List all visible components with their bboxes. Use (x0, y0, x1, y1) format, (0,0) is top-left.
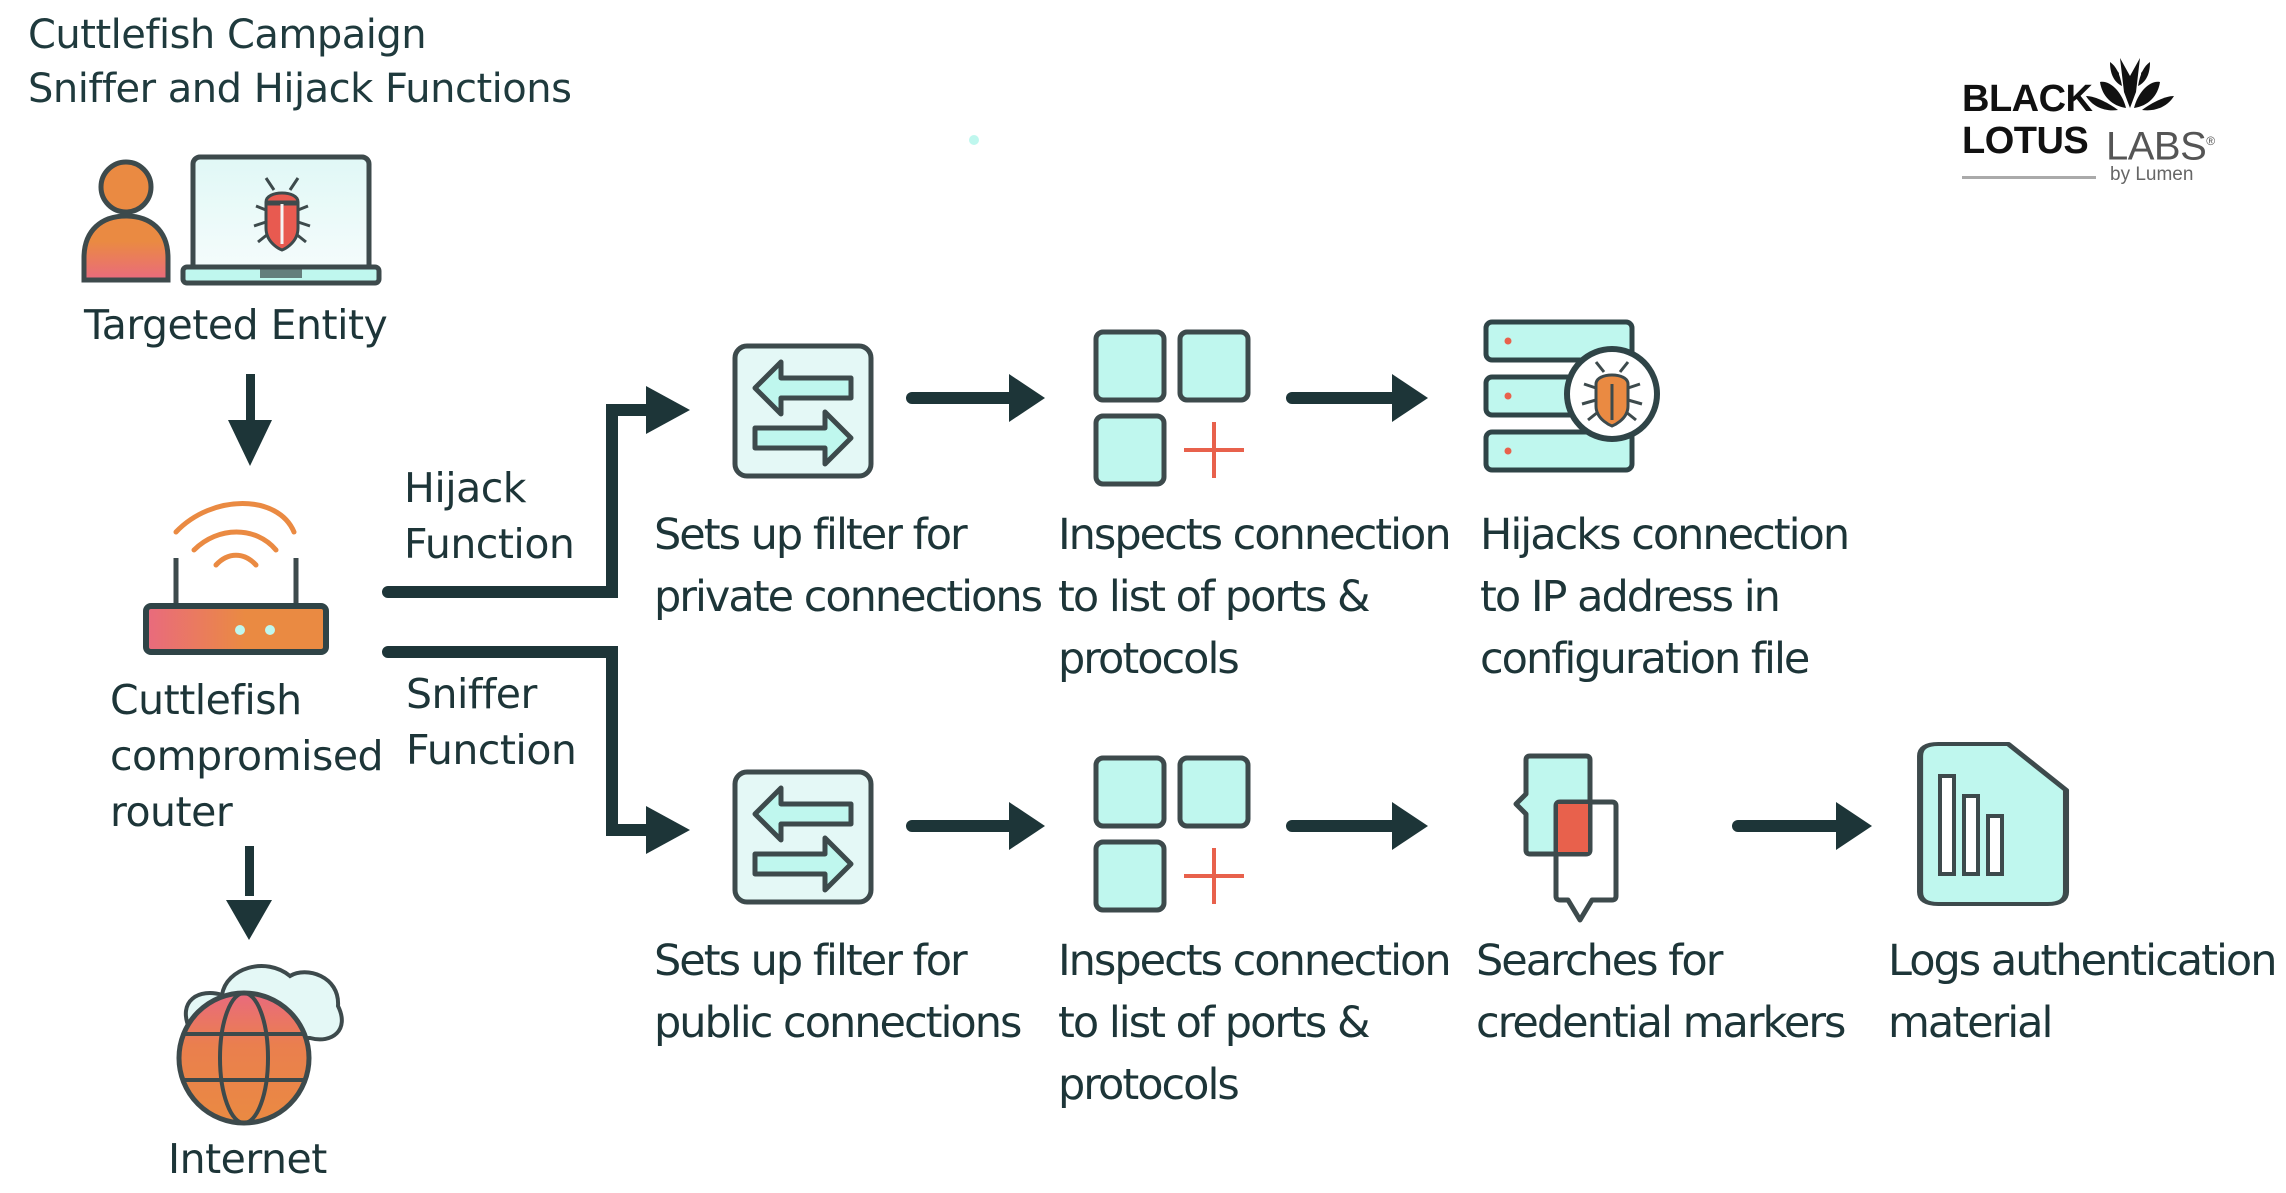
grid-add-icon (1096, 332, 1248, 484)
sniffer-function-line: Sniffer (406, 666, 576, 722)
wifi-router-icon (146, 504, 326, 653)
step-line: protocols (1058, 628, 1450, 690)
hijack-arrowhead-icon (646, 386, 690, 434)
chat-overlap-icon (1516, 756, 1616, 920)
router-label: Cuttlefish compromised router (110, 672, 383, 840)
sniffer-step-4-label: Logs authentication material (1888, 930, 2275, 1054)
arrow-down-icon (226, 846, 272, 940)
sniffer-step-2-label: Inspects connection to list of ports & p… (1058, 930, 1450, 1116)
laptop-bug-icon (183, 157, 379, 283)
hijack-step-3-label: Hijacks connection to IP address in conf… (1480, 504, 1848, 690)
server-bug-icon (1486, 322, 1657, 470)
sniffer-function-line: Function (406, 722, 576, 778)
sniffer-function-label: Sniffer Function (406, 666, 576, 778)
arrow-right-icon (912, 374, 1045, 422)
step-line: Hijacks connection (1480, 504, 1848, 566)
targeted-entity-label: Targeted Entity (84, 294, 387, 356)
step-line: configuration file (1480, 628, 1848, 690)
grid-add-icon (1096, 758, 1248, 910)
arrow-right-icon (912, 802, 1045, 850)
step-line: protocols (1058, 1054, 1450, 1116)
step-line: Sets up filter for (654, 504, 1041, 566)
globe-cloud-icon (179, 966, 342, 1123)
hijack-step-1-label: Sets up filter for private connections (654, 504, 1041, 628)
router-label-line: router (110, 784, 383, 840)
sniffer-step-1-label: Sets up filter for public connections (654, 930, 1020, 1054)
router-label-line: Cuttlefish (110, 672, 383, 728)
hijack-function-label: Hijack Function (404, 460, 574, 572)
filter-arrows-icon (735, 346, 871, 476)
arrow-right-icon (1292, 802, 1428, 850)
person-icon (84, 162, 168, 280)
step-line: to IP address in (1480, 566, 1848, 628)
step-line: to list of ports & (1058, 566, 1450, 628)
arrow-down-icon (228, 374, 272, 466)
internet-label: Internet (168, 1128, 327, 1190)
step-line: material (1888, 992, 2275, 1054)
filter-arrows-icon (735, 772, 871, 902)
step-line: to list of ports & (1058, 992, 1450, 1054)
hijack-function-line: Hijack (404, 460, 574, 516)
sniffer-step-3-label: Searches for credential markers (1476, 930, 1844, 1054)
router-label-line: compromised (110, 728, 383, 784)
sniffer-arrowhead-icon (646, 806, 690, 854)
step-line: Inspects connection (1058, 930, 1450, 992)
arrow-right-icon (1292, 374, 1428, 422)
step-line: Inspects connection (1058, 504, 1450, 566)
bar-chart-file-icon (1920, 744, 2066, 904)
sniffer-row-icons (735, 744, 2066, 920)
hijack-step-2-label: Inspects connection to list of ports & p… (1058, 504, 1450, 690)
step-line: Sets up filter for (654, 930, 1020, 992)
step-line: Logs authentication (1888, 930, 2275, 992)
step-line: private connections (654, 566, 1041, 628)
step-line: Searches for (1476, 930, 1844, 992)
step-line: credential markers (1476, 992, 1844, 1054)
arrow-right-icon (1738, 802, 1872, 850)
hijack-row-icons (735, 322, 1657, 484)
step-line: public connections (654, 992, 1020, 1054)
hijack-function-line: Function (404, 516, 574, 572)
